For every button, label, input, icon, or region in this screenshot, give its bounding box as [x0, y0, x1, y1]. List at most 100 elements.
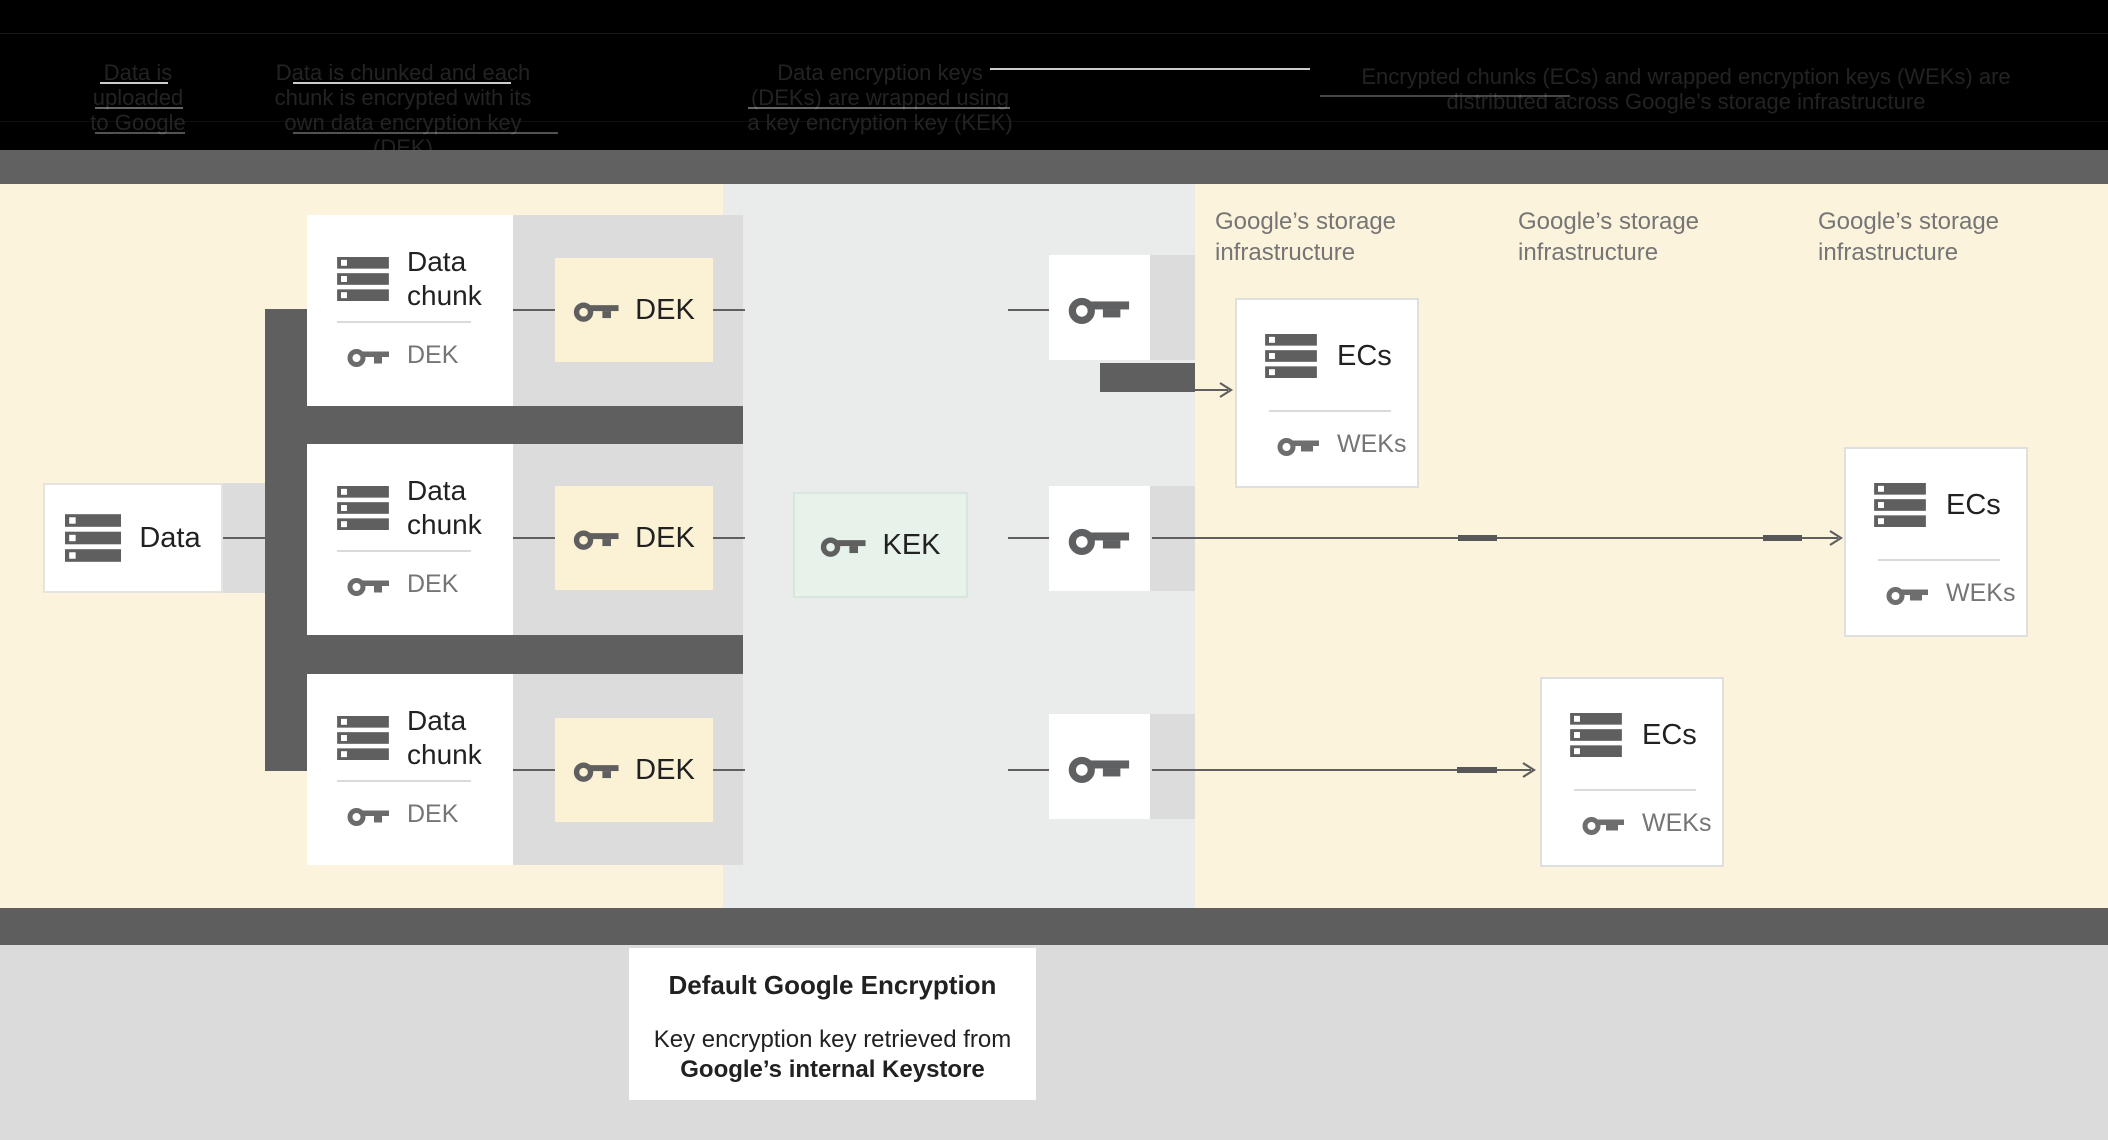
- underline-artifact: [95, 107, 183, 109]
- key-icon: [347, 807, 389, 826]
- key-icon: [574, 530, 619, 550]
- key-icon: [1582, 816, 1624, 835]
- chunk-dek-label: DEK: [407, 800, 459, 828]
- chunk-separator-bar: [265, 406, 743, 444]
- transfer-bar: [1100, 363, 1195, 392]
- data-chunk-card: Data chunk DEK: [307, 215, 513, 406]
- storage-label-line: infrastructure: [1818, 239, 1959, 266]
- bottom-divider-bar: [0, 908, 2108, 945]
- ecs-card: ECs WEKs: [1540, 677, 1724, 867]
- legend-line: Data encryption keys: [777, 60, 983, 85]
- data-label: Data: [139, 521, 201, 554]
- dek-box: DEK: [555, 718, 713, 822]
- connector-line: [513, 309, 556, 311]
- data-chunk-card: Data chunk DEK: [307, 674, 513, 865]
- underline-artifact: [293, 82, 511, 84]
- key-icon: [1068, 756, 1129, 783]
- ecs-server-icon: [1874, 483, 1926, 527]
- legend-distributed: Encrypted chunks (ECs) and wrapped encry…: [1306, 64, 2066, 114]
- divider: [1878, 559, 2000, 561]
- legend-line: chunk is encrypted with its: [274, 85, 532, 110]
- underline-artifact: [748, 107, 1010, 109]
- storage-infrastructure-label: Google’s storage infrastructure: [1215, 206, 1435, 268]
- connector-line: [1008, 537, 1049, 539]
- ecs-card: ECs WEKs: [1844, 447, 2028, 637]
- dek-box: DEK: [555, 258, 713, 362]
- connector-line: [223, 537, 265, 539]
- arrow-line: [1195, 389, 1228, 391]
- legend-chunked: Data is chunked and each chunk is encryp…: [263, 60, 543, 160]
- wrapped-key-box: [1049, 255, 1150, 360]
- data-server-icon: [65, 514, 122, 562]
- chunk-separator-bar: [265, 635, 743, 674]
- ecs-card: ECs WEKs: [1235, 298, 1419, 488]
- ecs-title: ECs: [1337, 339, 1392, 372]
- underline-artifact: [100, 82, 168, 84]
- weks-label: WEKs: [1946, 579, 2016, 607]
- chunk-dek-label: DEK: [407, 570, 459, 598]
- divider: [0, 33, 2108, 34]
- footer-line: Key encryption key retrieved from: [653, 1026, 1012, 1053]
- chunk-server-icon: [337, 716, 389, 760]
- key-icon: [574, 762, 619, 782]
- divider: [1269, 410, 1391, 412]
- divider: [337, 550, 471, 552]
- connector-line: [713, 309, 745, 311]
- legend-line: (DEKs) are wrapped using: [750, 85, 1009, 110]
- weks-label: WEKs: [1337, 430, 1407, 458]
- divider: [337, 321, 471, 323]
- storage-label-line: infrastructure: [1215, 239, 1356, 266]
- key-icon: [1068, 528, 1129, 555]
- arrow-bold-segment: [1458, 535, 1497, 541]
- storage-label-line: Google’s storage: [1518, 208, 1700, 235]
- legend-line: a key encryption key (KEK): [747, 110, 1013, 135]
- arrowhead-icon: [1829, 530, 1844, 546]
- top-divider-bar: [0, 150, 2108, 184]
- weks-label: WEKs: [1642, 809, 1712, 837]
- key-icon: [347, 348, 389, 367]
- ecs-title: ECs: [1946, 488, 2001, 521]
- chunk-dek-label: DEK: [407, 341, 459, 369]
- footer-card: Default Google Encryption Key encryption…: [629, 948, 1036, 1100]
- connector-line: [1008, 769, 1049, 771]
- wrapped-key-box: [1049, 486, 1150, 591]
- chunk-title: Data chunk: [407, 246, 482, 311]
- chunk-trunk-connector: [265, 309, 307, 771]
- ecs-title: ECs: [1642, 718, 1697, 751]
- key-icon: [574, 302, 619, 322]
- legend-line: uploaded: [92, 85, 184, 110]
- arrow-bold-segment: [1457, 767, 1497, 773]
- connector-line: [513, 769, 556, 771]
- ecs-server-icon: [1265, 334, 1317, 378]
- key-icon: [347, 577, 389, 596]
- storage-label-line: Google’s storage: [1215, 208, 1397, 235]
- ecs-server-icon: [1570, 713, 1622, 757]
- key-icon: [1277, 437, 1319, 456]
- underline-artifact: [95, 132, 185, 134]
- chunk-title: Data chunk: [407, 475, 482, 540]
- dek-label: DEK: [635, 293, 695, 326]
- storage-label-line: Google’s storage: [1818, 208, 2000, 235]
- arrow-line: [1152, 769, 1531, 771]
- diagram-body: Data Data chunk DEK Data chunk DEK: [0, 184, 2108, 908]
- legend-wrapped: Data encryption keys (DEKs) are wrapped …: [740, 60, 1020, 135]
- legend-line: Data is chunked and each: [275, 60, 531, 85]
- connector-line: [1008, 309, 1049, 311]
- connector-line: [713, 537, 745, 539]
- dek-label: DEK: [635, 521, 695, 554]
- footer-area: Default Google Encryption Key encryption…: [0, 945, 2108, 1140]
- legend-data-uploaded: Data is uploaded to Google: [83, 60, 193, 135]
- chunk-server-icon: [337, 486, 389, 530]
- key-icon: [821, 537, 867, 557]
- key-icon: [1068, 297, 1129, 324]
- underline-artifact: [293, 132, 558, 134]
- chunk-title: Data chunk: [407, 705, 482, 770]
- wrapped-key-box: [1049, 714, 1150, 819]
- legend-band: Data is uploaded to Google Data is chunk…: [0, 0, 2108, 160]
- connector-line: [713, 769, 745, 771]
- key-box-stub: [1150, 255, 1195, 360]
- chunk-server-icon: [337, 257, 389, 301]
- divider: [337, 780, 471, 782]
- divider: [0, 121, 2108, 122]
